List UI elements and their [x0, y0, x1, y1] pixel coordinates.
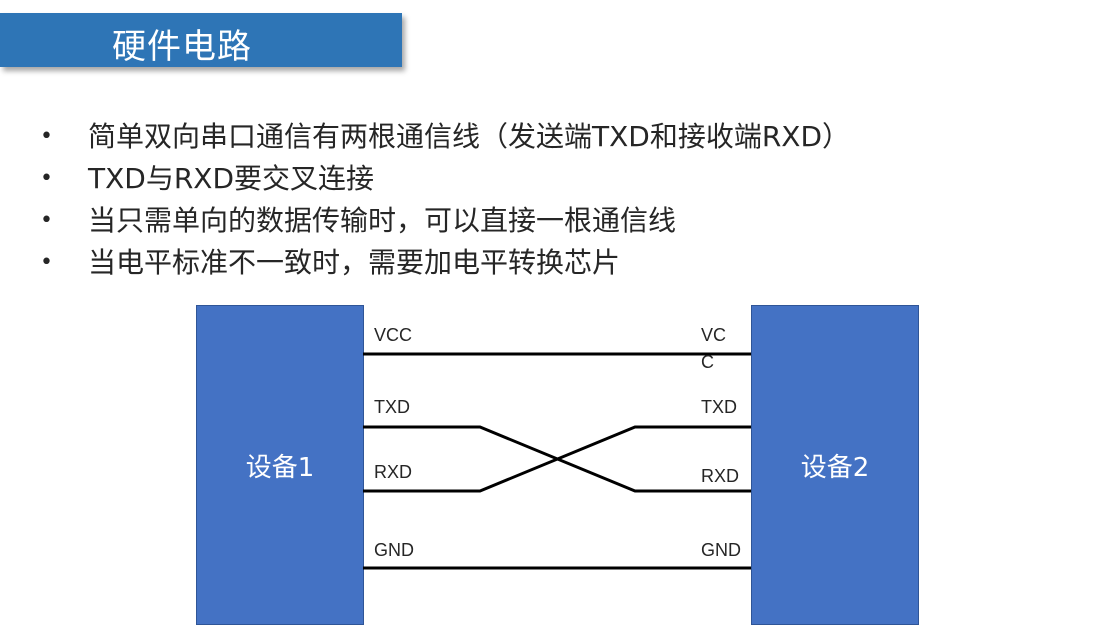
right-vcc-label-line2: C	[701, 352, 714, 372]
bullet-item: • 当电平标准不一致时，需要加电平转换芯片	[36, 242, 850, 284]
left-txd-label: TXD	[374, 397, 410, 417]
right-vcc-label-line1: VC	[701, 325, 727, 345]
bullet-dot: •	[40, 124, 53, 149]
right-txd-label: TXD	[701, 397, 737, 417]
right-rxd-label: RXD	[701, 466, 740, 486]
bullet-list: • 简单双向串口通信有两根通信线（发送端TXD和接收端RXD） • TXD与RXD要…	[36, 116, 850, 284]
bullet-text: 当只需单向的数据传输时，可以直接一根通信线	[88, 204, 677, 237]
bullet-dot: •	[40, 166, 53, 191]
left-gnd-label: GND	[374, 540, 414, 560]
bullet-item: • 简单双向串口通信有两根通信线（发送端TXD和接收端RXD）	[36, 116, 850, 158]
slide-title: 硬件电路	[112, 27, 252, 67]
bullet-dot: •	[40, 250, 53, 275]
bullet-dot: •	[40, 208, 53, 233]
bullet-item: • 当只需单向的数据传输时，可以直接一根通信线	[36, 200, 850, 242]
rxd-to-txd-wire	[363, 425, 751, 493]
left-vcc-label: VCC	[374, 325, 413, 345]
left-rxd-label: RXD	[374, 462, 413, 482]
device-1-label: 设备1	[245, 452, 315, 483]
bullet-text: 简单双向串口通信有两根通信线（发送端TXD和接收端RXD）	[88, 120, 851, 153]
device-1-box: 设备1	[196, 305, 364, 625]
bullet-item: • TXD与RXD要交叉连接	[36, 158, 850, 200]
bullet-text: 当电平标准不一致时，需要加电平转换芯片	[88, 246, 621, 279]
title-bar: 硬件电路	[0, 13, 402, 67]
bullet-text: TXD与RXD要交叉连接	[88, 162, 375, 195]
device-2-box: 设备2	[751, 305, 919, 625]
device-2-label: 设备2	[800, 452, 870, 483]
right-gnd-label: GND	[701, 540, 741, 560]
